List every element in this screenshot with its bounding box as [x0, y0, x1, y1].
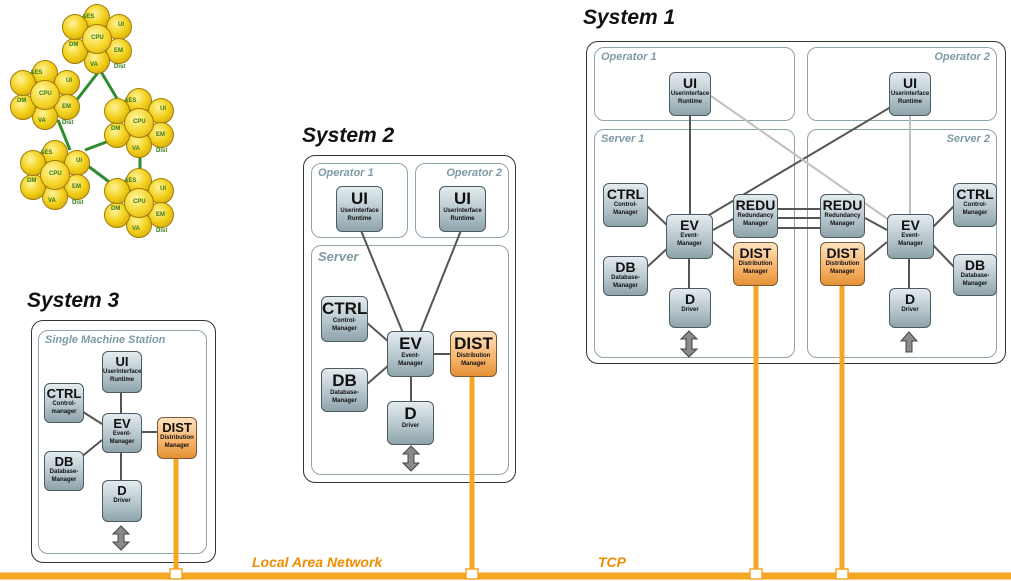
- lan-junction: [835, 568, 849, 580]
- ctrl-module[interactable]: CTRL Control- Manager: [953, 183, 997, 227]
- db-module[interactable]: DB Database- Manager: [603, 256, 648, 296]
- ctrl-module[interactable]: CTRL Control- Manager: [603, 183, 648, 227]
- lan-label: Local Area Network: [252, 554, 383, 570]
- system2-operator2-label: Operator 2: [446, 167, 502, 179]
- wire: [864, 241, 888, 261]
- system2-server-label: Server: [318, 249, 359, 264]
- system3-station-label: Single Machine Station: [45, 334, 166, 346]
- driver-up-arrow-icon: [899, 331, 919, 353]
- dist-module[interactable]: DIST Distribution Manager: [450, 331, 497, 377]
- ui-module[interactable]: UI Userinterface Runtime: [669, 72, 711, 116]
- wire: [359, 227, 404, 334]
- system1-operator1-label: Operator 1: [601, 51, 657, 63]
- wire: [693, 97, 907, 225]
- db-module[interactable]: DB Database- Manager: [321, 368, 368, 412]
- dist-module[interactable]: DIST Distribution Manager: [157, 417, 197, 459]
- lan-junction: [169, 568, 183, 580]
- db-module[interactable]: DB Database- Manager: [44, 451, 84, 491]
- driver-io-arrow-icon: [111, 525, 131, 551]
- tcp-label: TCP: [598, 554, 626, 570]
- wire: [712, 241, 736, 261]
- system2-title: System 2: [302, 124, 395, 147]
- ctrl-module[interactable]: CTRL Control- Manager: [321, 296, 368, 342]
- ui-module[interactable]: UI Userinterface Runtime: [439, 186, 486, 232]
- ui-module[interactable]: UI Userinterface Runtime: [889, 72, 931, 116]
- cluster-link: [56, 119, 72, 151]
- system1-server1-label: Server 1: [601, 133, 645, 145]
- wire: [931, 204, 956, 229]
- system2-operator1-label: Operator 1: [318, 167, 374, 179]
- wire: [864, 217, 888, 231]
- ui-module[interactable]: UI Userinterface Runtime: [336, 186, 383, 232]
- system3-title: System 3: [27, 289, 120, 312]
- wire: [419, 227, 463, 334]
- system1-server2-label: Server 2: [946, 133, 990, 145]
- flower-node-icon: AES UI CPU DM EM VA Dist: [62, 4, 132, 74]
- driver-io-arrow-icon: [401, 445, 421, 472]
- wire: [365, 364, 390, 386]
- ctrl-module[interactable]: CTRL Control- manager: [44, 383, 84, 423]
- ev-module[interactable]: EV Event- Manager: [387, 331, 434, 377]
- ev-module[interactable]: EV Event- Manager: [666, 214, 713, 259]
- redu-module[interactable]: REDU Redundancy Manager: [733, 194, 778, 238]
- ev-module[interactable]: EV Event- Manager: [102, 413, 142, 453]
- redu-module[interactable]: REDU Redundancy Manager: [820, 194, 865, 238]
- system1-title: System 1: [583, 6, 676, 29]
- flower-node-icon: AES UI CPU DM EM VA Dist: [104, 168, 174, 238]
- wire: [712, 217, 736, 231]
- ui-module[interactable]: UI Userinterface Runtime: [102, 351, 142, 393]
- flower-node-icon: AES UI CPU DM EM VA Dist: [104, 88, 174, 158]
- flower-node-icon: AES UI CPU DM EM VA Dist: [10, 60, 80, 130]
- driver-module[interactable]: D Driver: [102, 480, 142, 522]
- lan-junction: [749, 568, 763, 580]
- ev-module[interactable]: EV Event- Manager: [887, 214, 934, 259]
- driver-module[interactable]: D Driver: [889, 288, 931, 328]
- dist-module[interactable]: DIST Distribution Manager: [820, 242, 865, 286]
- wire: [931, 243, 956, 269]
- flower-node-icon: AES UI CPU DM EM VA Dist: [20, 140, 90, 210]
- db-module[interactable]: DB Database- Manager: [953, 254, 997, 296]
- driver-io-arrow-icon: [679, 330, 699, 358]
- driver-module[interactable]: D Driver: [387, 401, 434, 445]
- driver-module[interactable]: D Driver: [669, 288, 711, 328]
- lan-junction: [465, 568, 479, 580]
- wire: [365, 321, 390, 343]
- system1-operator2-label: Operator 2: [934, 51, 990, 63]
- dist-module[interactable]: DIST Distribution Manager: [733, 242, 778, 286]
